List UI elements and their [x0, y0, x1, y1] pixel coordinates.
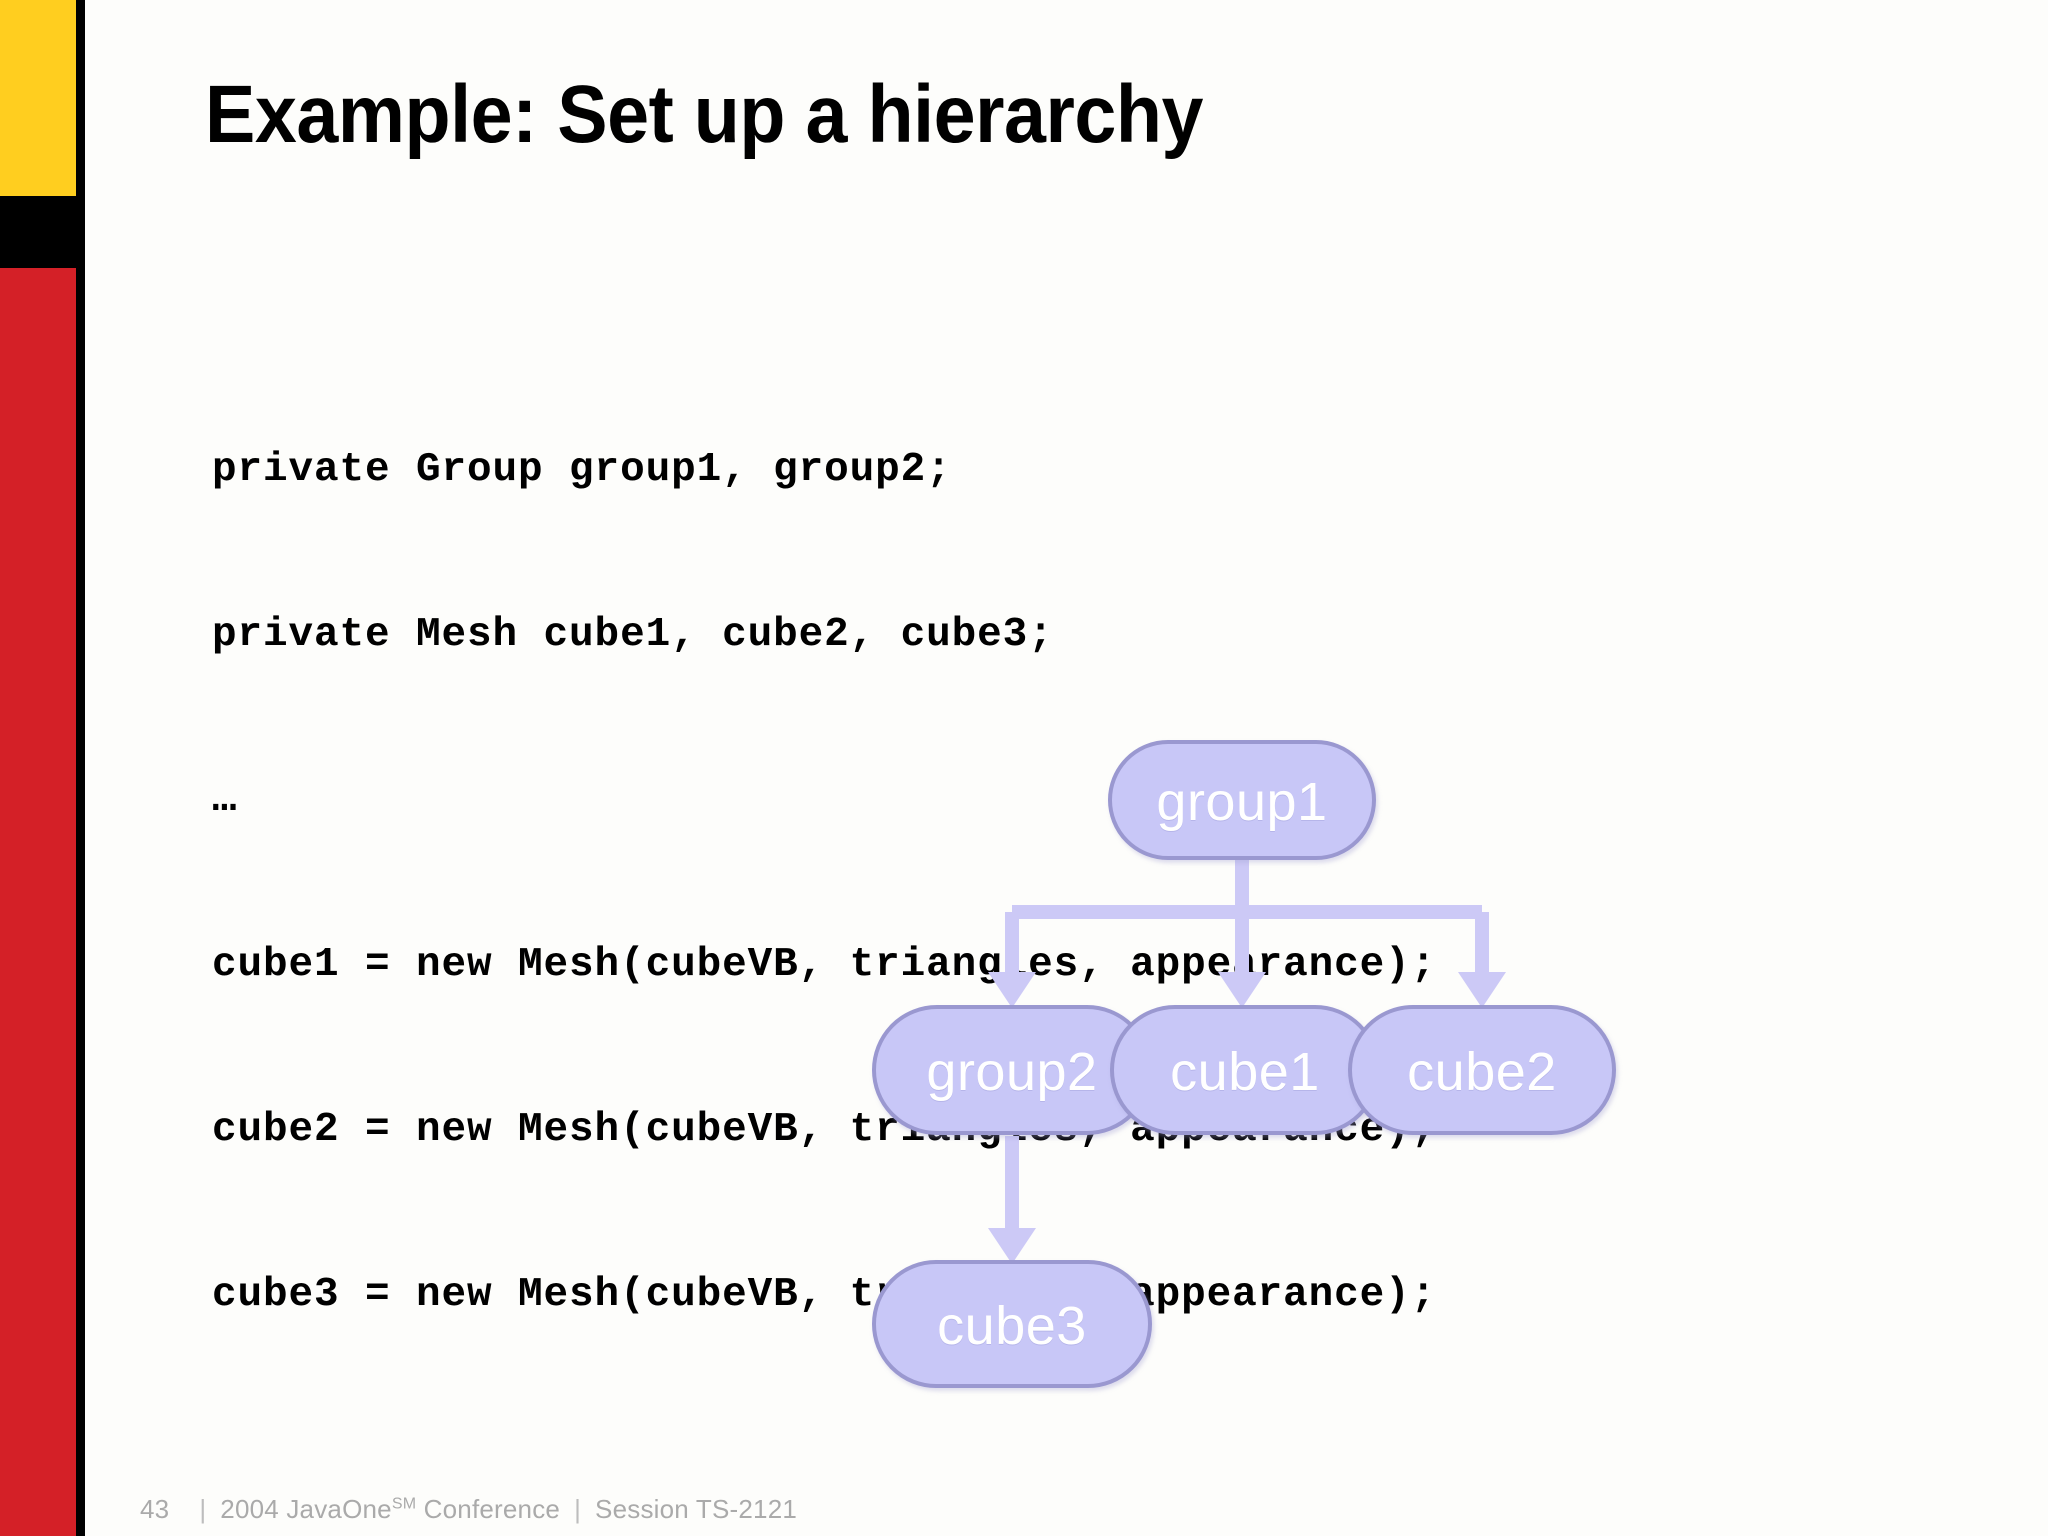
page-title: Example: Set up a hierarchy: [205, 69, 1204, 160]
arrowhead-to-cube1-icon: [1218, 972, 1266, 1008]
diagram-node-cube1[interactable]: cube1: [1110, 1005, 1380, 1135]
rail-red-band: [0, 268, 76, 1536]
code-line: private Mesh cube1, cube2, cube3;: [212, 612, 1054, 658]
footer-separator: |: [574, 1494, 582, 1524]
code-line: cube3 = new Mesh(cubeVB, triangles, appe…: [212, 1272, 1437, 1318]
diagram-edges: [988, 860, 1506, 1264]
footer-page-number: 43: [140, 1494, 170, 1524]
footer-separator: |: [199, 1494, 207, 1524]
footer-session: Session TS-2121: [595, 1494, 798, 1524]
rail-yellow-band: [0, 0, 76, 196]
footer-conference-suffix: Conference: [416, 1494, 561, 1524]
code-line: private Group group1, group2;: [212, 447, 952, 493]
diagram-node-label: cube2: [1407, 1042, 1557, 1102]
arrowhead-to-cube3-icon: [988, 1228, 1036, 1264]
code-line: cube1 = new Mesh(cubeVB, triangles, appe…: [212, 942, 1437, 988]
left-color-rail: [0, 0, 85, 1536]
arrowhead-to-group2-icon: [988, 972, 1036, 1008]
code-line: …: [212, 777, 238, 823]
scene-graph-diagram: group1 group2 cube1 cube2 cube3: [872, 740, 2020, 1420]
footer-conference: 2004 JavaOne: [220, 1494, 392, 1524]
footer-servicemark-icon: SM: [391, 1495, 417, 1513]
diagram-node-label: group2: [926, 1042, 1098, 1102]
diagram-node-cube3[interactable]: cube3: [872, 1260, 1152, 1388]
diagram-node-cube2[interactable]: cube2: [1348, 1005, 1616, 1135]
code-blank-line: [212, 1433, 1436, 1488]
diagram-node-group2[interactable]: group2: [872, 1005, 1152, 1135]
diagram-node-label: cube3: [937, 1296, 1087, 1356]
rail-black-gap: [0, 196, 76, 268]
rail-black-divider: [76, 0, 85, 1536]
diagram-node-group1[interactable]: group1: [1108, 740, 1376, 860]
diagram-node-label: group1: [1156, 772, 1328, 832]
arrowhead-to-cube2-icon: [1458, 972, 1506, 1008]
diagram-node-label: cube1: [1170, 1042, 1320, 1102]
slide-footer: 43 | 2004 JavaOneSM Conference | Session TS-…: [140, 1494, 797, 1525]
